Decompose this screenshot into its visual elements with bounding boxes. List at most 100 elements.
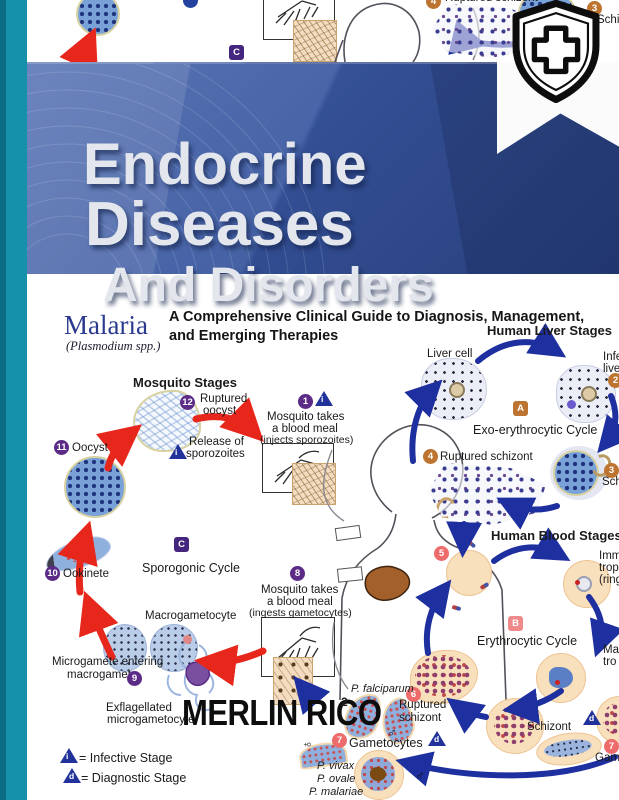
infective-triangle-bite: i: [315, 391, 333, 406]
round-gametocyte-cell: [354, 750, 404, 800]
macrogametocyte-label: Macrogametocyte: [145, 610, 237, 622]
mosquito-icon: [275, 626, 321, 667]
shield-medical-cross-icon: [512, 0, 600, 104]
p-vivax-label: P. vivax: [317, 760, 355, 772]
male-symbol-falciparum: ♂: [387, 725, 397, 740]
mosquito-box-bite-2: [261, 617, 335, 677]
stage-badge-5: 5: [434, 546, 449, 561]
superscript-mark: 2: [341, 695, 348, 709]
stage-badge-3: 3: [604, 463, 619, 478]
stage-badge-4-top: 4: [426, 0, 441, 9]
microgamete-label-1: Microgamete entering: [52, 656, 164, 668]
author-watermark: MERLIN RICO: [182, 692, 382, 734]
bite2-label-1: Mosquito takes: [261, 584, 339, 596]
schizont-label-top-cut: Schizo: [597, 14, 619, 26]
release-label-1: Release of: [189, 436, 244, 448]
contour-texture: [27, 64, 325, 274]
liver-organ: [364, 565, 411, 601]
ruptured-schizont-blob-liver: [428, 463, 546, 525]
liver-cell: [421, 358, 487, 420]
human-figure: [334, 423, 507, 700]
skin-patch-top: [293, 20, 337, 62]
ruptured-oocyst-cell: [133, 390, 201, 452]
mature-troph-label-cut-2: tro: [603, 656, 617, 668]
immature-troph-label-cut-1: Imma: [599, 550, 619, 562]
stage-badge-7a: 7: [332, 733, 347, 748]
infected-liver-cell-label-cut-2: live: [603, 363, 619, 375]
erythrocytic-cycle-label: Erythrocytic Cycle: [477, 634, 578, 648]
ookinete-cell: [41, 530, 115, 578]
stage-badge-7b: 7: [604, 739, 619, 754]
infected-liver-cell-label-cut-1: Infe: [603, 351, 619, 363]
microgamete-entering-cell: [103, 624, 147, 672]
stage-badge-8: 8: [290, 566, 305, 581]
stage-badge-11: 11: [54, 440, 69, 455]
cycle-badge-c-top: C: [229, 45, 244, 60]
spine-stripe-dark: [0, 0, 6, 800]
diagnostic-triangle-gametocytes: d: [428, 731, 446, 746]
legend-diagnostic-label: = Diagnostic Stage: [81, 771, 187, 785]
bite1-label-2: a blood meal: [272, 423, 338, 435]
immature-troph-label-cut-2: troph: [599, 562, 619, 574]
stage-badge-2: 2: [608, 373, 619, 388]
bite1-label-3: (injects sporozoites): [260, 434, 354, 446]
mosquito-icon: [275, 0, 319, 26]
falciparum-gametocyte-2: [378, 695, 418, 747]
bite2-label-2: a blood meal: [267, 596, 333, 608]
subtitle-line-1: A Comprehensive Clinical Guide to Diagno…: [169, 309, 585, 325]
title-line-1: Endocrine: [83, 132, 367, 197]
elongated-gametocyte-cell: [534, 728, 604, 770]
exo-erythrocytic-cycle-label: Exo-erythrocytic Cycle: [473, 423, 598, 437]
schizont-label-cut: Schi: [602, 476, 619, 488]
mosquito-icon: [274, 450, 320, 485]
red-blood-cell: [446, 550, 492, 596]
legend-infective-triangle: i: [60, 748, 78, 763]
stage-badge-6: 6: [406, 687, 421, 702]
species-subtitle: (Plasmodium spp.): [66, 339, 161, 353]
red-cycle-arrows: [57, 397, 267, 687]
cycle-badge-c: C: [174, 537, 189, 552]
stage-badge-top-blue: [183, 0, 198, 8]
gametocytes-label-cut: Gameto: [595, 752, 619, 764]
p-ovale-label: P. ovale: [317, 773, 356, 785]
ookinete-core: [63, 544, 91, 565]
schizont-blood-label: Schizont: [527, 721, 572, 733]
mosquito-stages-header: Mosquito Stages: [133, 375, 238, 390]
ruptured-oocyst-label-2: oocyst: [203, 405, 237, 417]
spine-stripe-teal: [6, 0, 27, 800]
gametocytes-label: Gametocytes: [349, 736, 423, 750]
stage-badge-4: 4: [423, 449, 438, 464]
subtitle-line-2: and Emerging Therapies: [169, 328, 339, 344]
infected-liver-cell: [556, 365, 616, 423]
oocyst-cell: [64, 456, 126, 518]
infective-triangle-release: i: [169, 444, 187, 459]
diagnostic-triangle-schizont: d: [583, 710, 601, 725]
immature-troph-label-cut-3: (ring: [599, 574, 619, 586]
ruptured-schizont-label-top: Ruptured schizont: [445, 0, 538, 5]
disease-title: Malaria: [64, 310, 148, 340]
p-malariae-label: P. malariae: [309, 786, 364, 798]
mature-trophozoite-cell: [536, 653, 586, 703]
stage-badge-10: 10: [45, 566, 60, 581]
title-line-3: And Disorders: [103, 259, 434, 312]
bite-site-upper: [334, 524, 362, 542]
female-symbol: ♀: [300, 739, 316, 750]
mature-troph-label-cut-1: Ma: [603, 644, 619, 656]
bite-site-lower: [336, 566, 364, 583]
oocyst-label: Oocyst: [72, 442, 108, 454]
stage-badge-1: 1: [298, 394, 313, 409]
ruptured-schizont-liver-label: Ruptured schizont: [440, 451, 533, 463]
bite1-label-1: Mosquito takes: [267, 411, 345, 423]
sporogonic-cycle-label: Sporogonic Cycle: [142, 561, 240, 575]
blood-stages-header: Human Blood Stages: [491, 528, 619, 543]
liver-stages-header: Human Liver Stages: [487, 323, 612, 338]
legend-infective-label: = Infective Stage: [79, 751, 173, 765]
exflagellated-label-1: Exflagellated: [106, 702, 172, 714]
bite2-label-3: (ingests gametocytes): [249, 607, 352, 619]
skin-patch-1: [292, 463, 336, 505]
ookinete-label: Ookinete: [63, 568, 110, 580]
merozoite-speck: [479, 582, 490, 590]
macrogametocyte-cell: [150, 624, 198, 672]
cycle-badge-b: B: [508, 616, 523, 631]
